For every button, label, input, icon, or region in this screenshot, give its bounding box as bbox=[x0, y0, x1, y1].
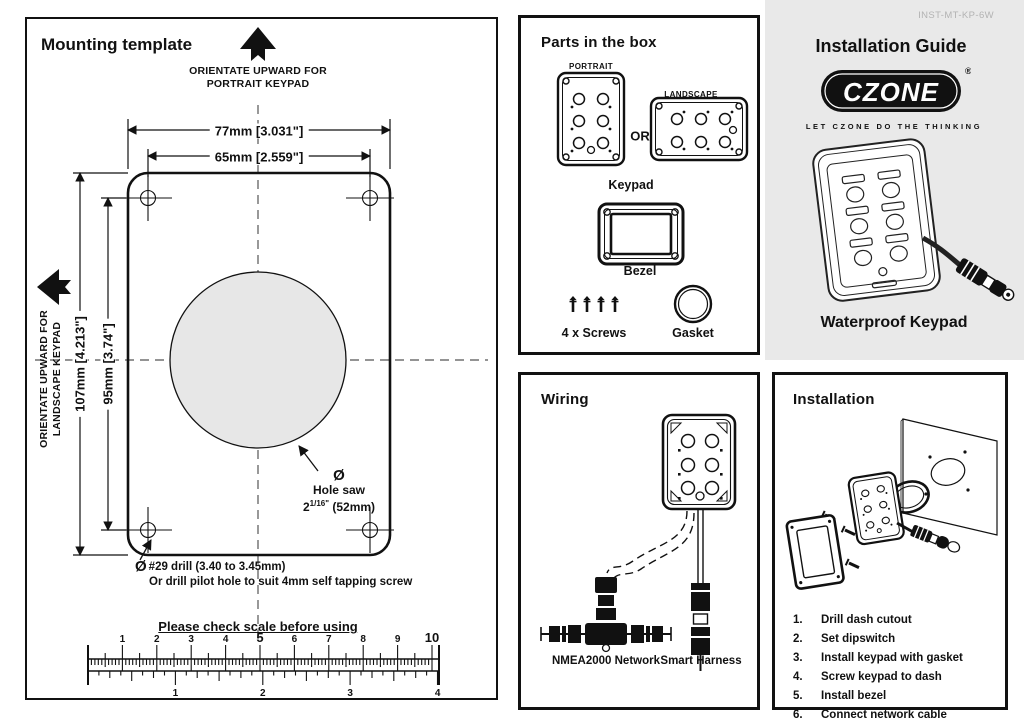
svg-text:4: 4 bbox=[435, 688, 441, 698]
svg-text:3: 3 bbox=[347, 688, 353, 698]
guide-cover-panel: INST-MT-KP-6W Installation Guide CZONE ®… bbox=[765, 0, 1024, 360]
hole-saw-pointer bbox=[298, 445, 319, 472]
svg-text:9: 9 bbox=[395, 634, 401, 645]
keypad-label: Keypad bbox=[608, 178, 654, 192]
registered-mark: ® bbox=[965, 66, 971, 76]
hole-saw-note: Ø Hole saw 21/16" (52mm) bbox=[302, 467, 376, 514]
keypad-illustration bbox=[812, 138, 1015, 302]
svg-text:7: 7 bbox=[326, 634, 332, 645]
wiring-panel: Wiring bbox=[518, 372, 760, 710]
dash-panel bbox=[900, 418, 998, 536]
wiring-panel-title: Wiring bbox=[541, 391, 589, 408]
portrait-label: PORTRAIT bbox=[568, 62, 614, 71]
ruler-cm-labels: 1 2 3 4 5 6 7 8 9 10 bbox=[120, 630, 440, 645]
nmea-tee bbox=[540, 577, 672, 653]
installation-panel-title: Installation bbox=[793, 391, 875, 408]
gasket-label: Gasket bbox=[672, 326, 714, 340]
mounting-template-drawing: 1 2 3 4 5 6 7 8 9 10 1 2 3 4 bbox=[35, 27, 488, 698]
product-name: Waterproof Keypad bbox=[820, 314, 968, 331]
smart-harness bbox=[691, 509, 710, 671]
svg-text:5: 5 bbox=[256, 630, 263, 645]
guide-title: Installation Guide bbox=[815, 36, 967, 56]
keypad-exploded bbox=[847, 471, 961, 553]
mounting-panel-title: Mounting template bbox=[41, 35, 193, 54]
drill-note: Ø#29 drill (3.40 to 3.45mm) Or drill pil… bbox=[135, 558, 413, 588]
ruler-inch-labels: 1 2 3 4 bbox=[173, 688, 441, 698]
portrait-keypad-icon bbox=[556, 71, 626, 167]
mounting-template-panel: 1 2 3 4 5 6 7 8 9 10 1 2 3 4 Mounting te… bbox=[25, 17, 498, 700]
svg-text:CZONE: CZONE bbox=[843, 77, 939, 107]
bezel-label: Bezel bbox=[623, 264, 657, 278]
guide-tagline: LET CZONE DO THE THINKING bbox=[805, 122, 983, 131]
drill-pointer bbox=[139, 539, 152, 561]
landscape-keypad-icon bbox=[649, 96, 749, 162]
nmea-network-label: NMEA2000 Network bbox=[551, 655, 661, 667]
svg-text:3: 3 bbox=[188, 634, 194, 645]
smart-harness-label: Smart Harness bbox=[660, 655, 742, 667]
step-row: 6.Connect network cable bbox=[793, 709, 947, 721]
dim-width-outer: 77mm [3.031"] bbox=[209, 123, 309, 139]
screw-holes bbox=[124, 175, 394, 553]
network-drop-cable bbox=[606, 510, 695, 580]
svg-text:4: 4 bbox=[223, 634, 229, 645]
dim-width-inner: 65mm [2.559"] bbox=[209, 149, 309, 165]
czone-logo-graphic: CZONE ® bbox=[821, 66, 971, 112]
diameter-icon: Ø bbox=[135, 558, 147, 575]
parts-panel-title: Parts in the box bbox=[541, 34, 657, 51]
dim-height-inner: 95mm [3.74"] bbox=[100, 318, 116, 410]
svg-text:1: 1 bbox=[173, 688, 179, 698]
step-row: 4.Screw keypad to dash bbox=[793, 671, 942, 683]
doc-code: INST-MT-KP-6W bbox=[918, 10, 994, 21]
landscape-orientation-note: ORIENTATE UPWARD FOR LANDSCAPE KEYPAD bbox=[38, 310, 63, 448]
step-row: 1.Drill dash cutout bbox=[793, 614, 912, 626]
arrow-left-icon bbox=[37, 269, 71, 305]
diameter-icon: Ø bbox=[333, 467, 345, 484]
wiring-keypad-icon bbox=[661, 413, 737, 511]
portrait-orientation-note: ORIENTATE UPWARD FOR PORTRAIT KEYPAD bbox=[189, 65, 327, 90]
scale-check-note: Please check scale before using bbox=[158, 619, 358, 634]
svg-text:1: 1 bbox=[120, 634, 126, 645]
parts-in-box-panel: Parts in the box PORTRAIT LANDSCAPE OR K… bbox=[518, 15, 760, 355]
step-row: 3.Install keypad with gasket bbox=[793, 652, 963, 664]
installation-panel: Installation bbox=[772, 372, 1008, 721]
czone-logo: CZONE ® bbox=[821, 64, 971, 116]
svg-text:10: 10 bbox=[425, 630, 439, 645]
installation-steps: 1.Drill dash cutout 2.Set dipswitch 3.In… bbox=[793, 611, 993, 724]
screws-icon bbox=[569, 296, 619, 312]
landscape-label: LANDSCAPE bbox=[664, 90, 718, 99]
bezel-exploded bbox=[785, 514, 845, 590]
bezel-icon bbox=[597, 202, 685, 266]
dim-height-outer: 107mm [4.213"] bbox=[72, 311, 88, 417]
arrow-up-icon bbox=[240, 27, 276, 61]
wiring-drawing bbox=[540, 413, 737, 671]
or-label: OR bbox=[630, 128, 650, 144]
parts-drawing bbox=[556, 71, 749, 324]
keypad-outline bbox=[126, 171, 392, 557]
svg-text:2: 2 bbox=[260, 688, 266, 698]
screws-label: 4 x Screws bbox=[561, 326, 627, 340]
step-row: 5.Install bezel bbox=[793, 690, 887, 702]
scale-ruler bbox=[87, 645, 440, 685]
gasket-icon bbox=[673, 284, 713, 324]
svg-text:2: 2 bbox=[154, 634, 160, 645]
svg-text:8: 8 bbox=[360, 634, 366, 645]
hole-saw-circle bbox=[169, 271, 347, 449]
svg-text:6: 6 bbox=[292, 634, 298, 645]
exploded-view-drawing bbox=[785, 418, 998, 590]
keypad-cable bbox=[921, 235, 1015, 301]
step-row: 2.Set dipswitch bbox=[793, 633, 896, 645]
